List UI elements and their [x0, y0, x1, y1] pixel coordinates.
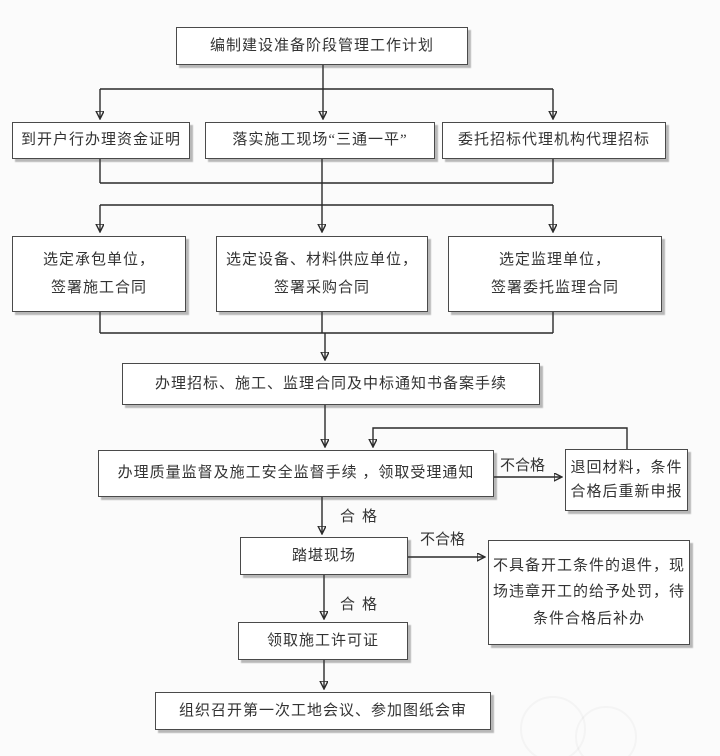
- node-supervision: 选定监理单位， 签署委托监理合同: [448, 236, 662, 312]
- node-return-materials-line2: 合格后重新申报: [570, 483, 683, 500]
- node-site-survey: 踏堪现场: [240, 537, 408, 575]
- node-contractor-line2: 签署施工合同: [50, 279, 147, 296]
- node-fund-proof: 到开户行办理资金证明: [12, 122, 190, 159]
- node-quality-supervision-label: 办理质量监督及施工安全监督手续 ，领取受理通知: [117, 465, 475, 482]
- node-supplier-line2: 签署采购合同: [273, 279, 370, 296]
- node-supplier-line1: 选定设备、材料供应单位，: [225, 252, 418, 269]
- connector-structure: [99, 65, 554, 334]
- node-construction-permit: 领取施工许可证: [238, 622, 408, 660]
- node-site-prep-label: 落实施工现场“三通一平”: [232, 132, 408, 149]
- edge-label-pass-survey: 合格: [340, 509, 385, 525]
- node-contractor-line1: 选定承包单位，: [42, 252, 155, 269]
- node-first-meeting-label: 组织召开第一次工地会议、参加图纸会审: [178, 702, 467, 719]
- node-supervision-line1: 选定监理单位，: [498, 252, 611, 269]
- node-site-prep: 落实施工现场“三通一平”: [205, 122, 435, 159]
- edge-label-fail-return: 不合格: [500, 458, 546, 474]
- node-plan: 编制建设准备阶段管理工作计划: [176, 27, 468, 65]
- node-return-materials-line1: 退回材料，条件: [570, 459, 683, 476]
- node-reject-handling: 不具备开工条件的退件，现 场违章开工的给予处罚，待 条件合格后补办: [488, 540, 690, 645]
- node-construction-permit-label: 领取施工许可证: [266, 632, 379, 649]
- node-quality-supervision: 办理质量监督及施工安全监督手续 ，领取受理通知: [98, 450, 494, 497]
- edge-label-pass-permit: 合格: [340, 597, 385, 613]
- edge-label-fail-reject: 不合格: [420, 532, 466, 548]
- node-return-materials: 退回材料，条件 合格后重新申报: [565, 449, 688, 511]
- node-reject-handling-line2: 场违章开工的给予处罚，待: [493, 584, 686, 601]
- edge-return-loop: [373, 427, 628, 450]
- watermark-circle: [575, 706, 637, 756]
- node-contractor: 选定承包单位， 签署施工合同: [12, 236, 186, 312]
- node-bid-agency-label: 委托招标代理机构代理招标: [457, 132, 650, 149]
- node-supplier: 选定设备、材料供应单位， 签署采购合同: [216, 236, 428, 312]
- node-reject-handling-line3: 条件合格后补办: [532, 611, 645, 628]
- node-reject-handling-line1: 不具备开工条件的退件，现: [493, 557, 686, 574]
- node-first-meeting: 组织召开第一次工地会议、参加图纸会审: [155, 692, 491, 730]
- node-bid-agency: 委托招标代理机构代理招标: [442, 122, 666, 159]
- node-fund-proof-label: 到开户行办理资金证明: [20, 132, 181, 149]
- node-record-filing: 办理招标、施工、监理合同及中标通知书备案手续: [122, 363, 540, 405]
- node-site-survey-label: 踏堪现场: [291, 547, 356, 564]
- node-record-filing-label: 办理招标、施工、监理合同及中标通知书备案手续: [154, 375, 507, 392]
- node-supervision-line2: 签署委托监理合同: [490, 279, 619, 296]
- node-plan-label: 编制建设准备阶段管理工作计划: [209, 37, 434, 54]
